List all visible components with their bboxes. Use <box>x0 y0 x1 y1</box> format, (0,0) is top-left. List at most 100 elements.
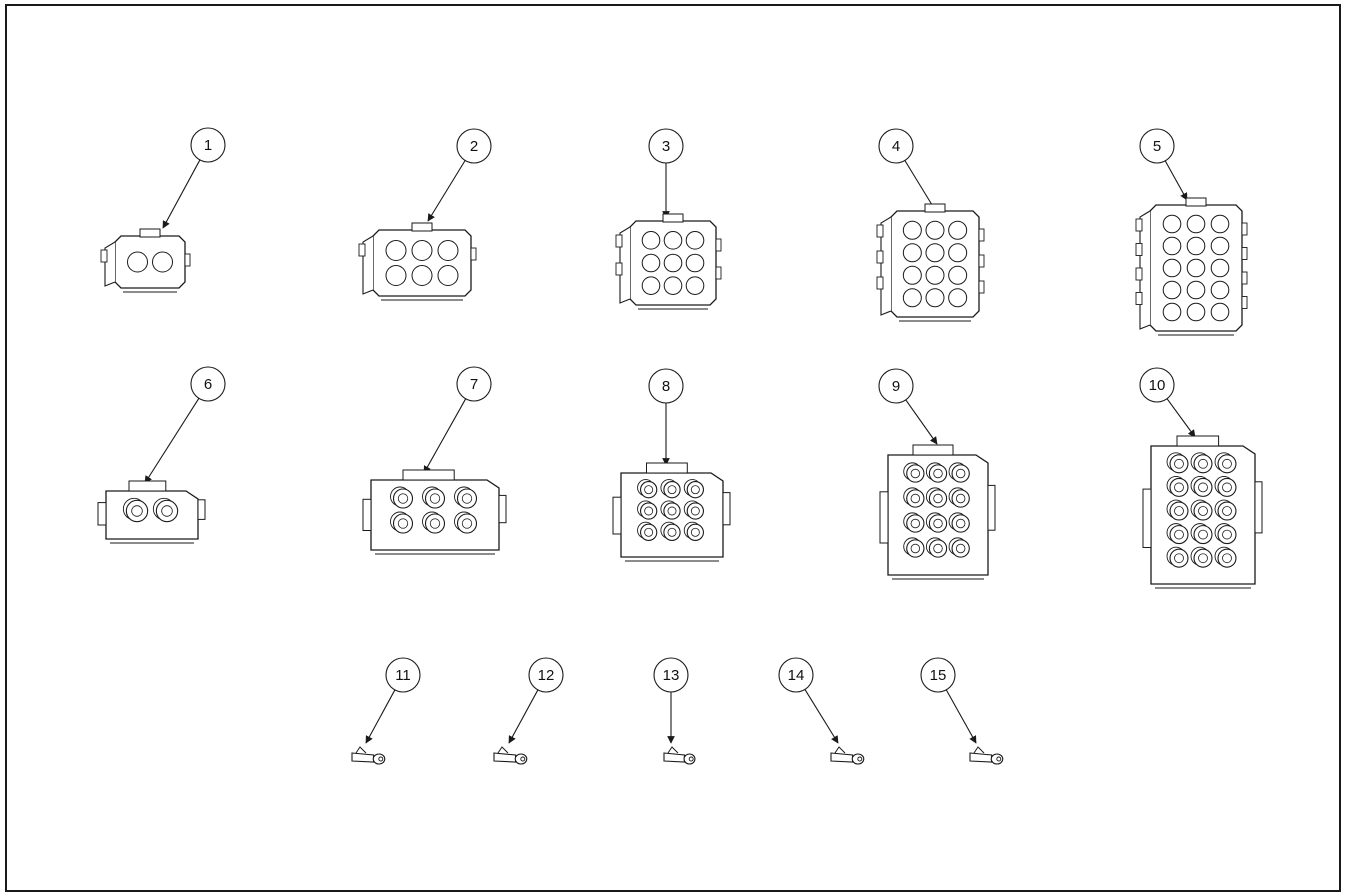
part-8 <box>612 462 731 562</box>
leader-arrow <box>508 689 539 744</box>
cavity <box>152 251 173 273</box>
cavity <box>925 243 945 263</box>
side-ear <box>197 499 206 520</box>
part-2 <box>358 222 477 301</box>
pin-bore <box>429 493 441 504</box>
callout-circle <box>653 657 689 693</box>
callout-7: 7 <box>423 366 492 474</box>
cavity <box>641 253 661 273</box>
crimp-wing <box>497 746 509 754</box>
cavity <box>1210 302 1230 322</box>
cavity <box>127 251 148 273</box>
callout-number: 14 <box>788 667 805 684</box>
side-ear <box>612 496 622 535</box>
pin-bore <box>1198 529 1208 540</box>
part-9 <box>879 444 996 580</box>
callout-circle <box>385 657 421 693</box>
cavity <box>1186 302 1206 322</box>
cavity <box>1186 280 1206 300</box>
side-clip <box>876 224 884 238</box>
cavity <box>385 265 407 286</box>
callout-circle <box>920 657 956 693</box>
callout-number: 5 <box>1153 138 1161 155</box>
callout-circle <box>648 368 684 404</box>
crimp-wing <box>667 746 679 754</box>
pin-bore <box>955 543 966 554</box>
cavity <box>685 253 705 273</box>
callout-circle <box>456 128 492 164</box>
terminal-bore <box>520 756 526 762</box>
leader-arrow <box>945 689 977 744</box>
pin-bore <box>1174 482 1184 493</box>
leader-arrow <box>423 398 467 474</box>
side-clip <box>1135 243 1143 256</box>
pin-bore <box>1222 458 1232 469</box>
cavity <box>948 265 968 285</box>
cavity <box>1186 214 1206 234</box>
leader-arrow <box>804 689 839 744</box>
pin-bore <box>131 505 143 517</box>
pin-bore <box>461 493 473 504</box>
crimp-wing <box>973 746 985 754</box>
cavity <box>685 231 705 250</box>
part-14 <box>830 746 865 765</box>
pin-bore <box>461 518 473 529</box>
pin-bore <box>1222 506 1232 516</box>
cavity <box>925 265 945 285</box>
pin-bore <box>955 518 966 529</box>
callout-2: 2 <box>427 128 492 222</box>
terminal-barrel <box>351 752 375 763</box>
callout-circle <box>528 657 564 693</box>
side-clip <box>358 243 366 257</box>
side-ear <box>722 492 731 526</box>
cavity <box>437 240 459 261</box>
part-1 <box>100 228 191 293</box>
latch <box>1176 435 1220 447</box>
callout-circle <box>778 657 814 693</box>
side-clip <box>615 234 623 248</box>
side-clip <box>184 253 191 267</box>
callout-number: 12 <box>538 667 555 684</box>
pin-bore <box>429 518 441 529</box>
callout-9: 9 <box>878 368 938 445</box>
pin-bore <box>1198 458 1208 469</box>
cavity <box>902 265 922 285</box>
pin-bore <box>690 485 700 495</box>
cavity <box>663 276 683 295</box>
callout-number: 10 <box>1149 377 1166 394</box>
callout-15: 15 <box>920 657 977 744</box>
callout-12: 12 <box>508 657 564 744</box>
pin-bore <box>955 493 966 504</box>
cavity <box>925 288 945 308</box>
side-clip <box>715 238 722 252</box>
leader-arrow <box>144 398 200 484</box>
cavity <box>1186 236 1206 256</box>
pin-bore <box>644 527 654 537</box>
pin-bore <box>161 505 173 517</box>
pin-bore <box>1198 482 1208 493</box>
latch <box>402 469 455 481</box>
pin-bore <box>1222 482 1232 493</box>
pin-bore <box>690 506 700 516</box>
callout-number: 7 <box>470 376 478 393</box>
callout-1: 1 <box>162 127 226 229</box>
part-15 <box>969 746 1004 765</box>
pin-bore <box>397 493 409 504</box>
latch <box>646 462 688 474</box>
pin-bore <box>1174 458 1184 469</box>
side-clip <box>876 276 884 290</box>
callout-5: 5 <box>1139 128 1188 201</box>
callout-circle <box>878 128 914 164</box>
callout-4: 4 <box>878 128 938 214</box>
cavity <box>385 240 407 261</box>
side-clip <box>1241 271 1248 285</box>
cavity <box>948 220 968 240</box>
terminal-bore <box>996 756 1002 762</box>
side-clip <box>1241 247 1248 260</box>
part-12 <box>493 746 528 765</box>
callout-number: 4 <box>892 138 900 155</box>
cavity <box>411 240 433 261</box>
side-clip <box>1135 267 1143 281</box>
cavity <box>663 231 683 250</box>
